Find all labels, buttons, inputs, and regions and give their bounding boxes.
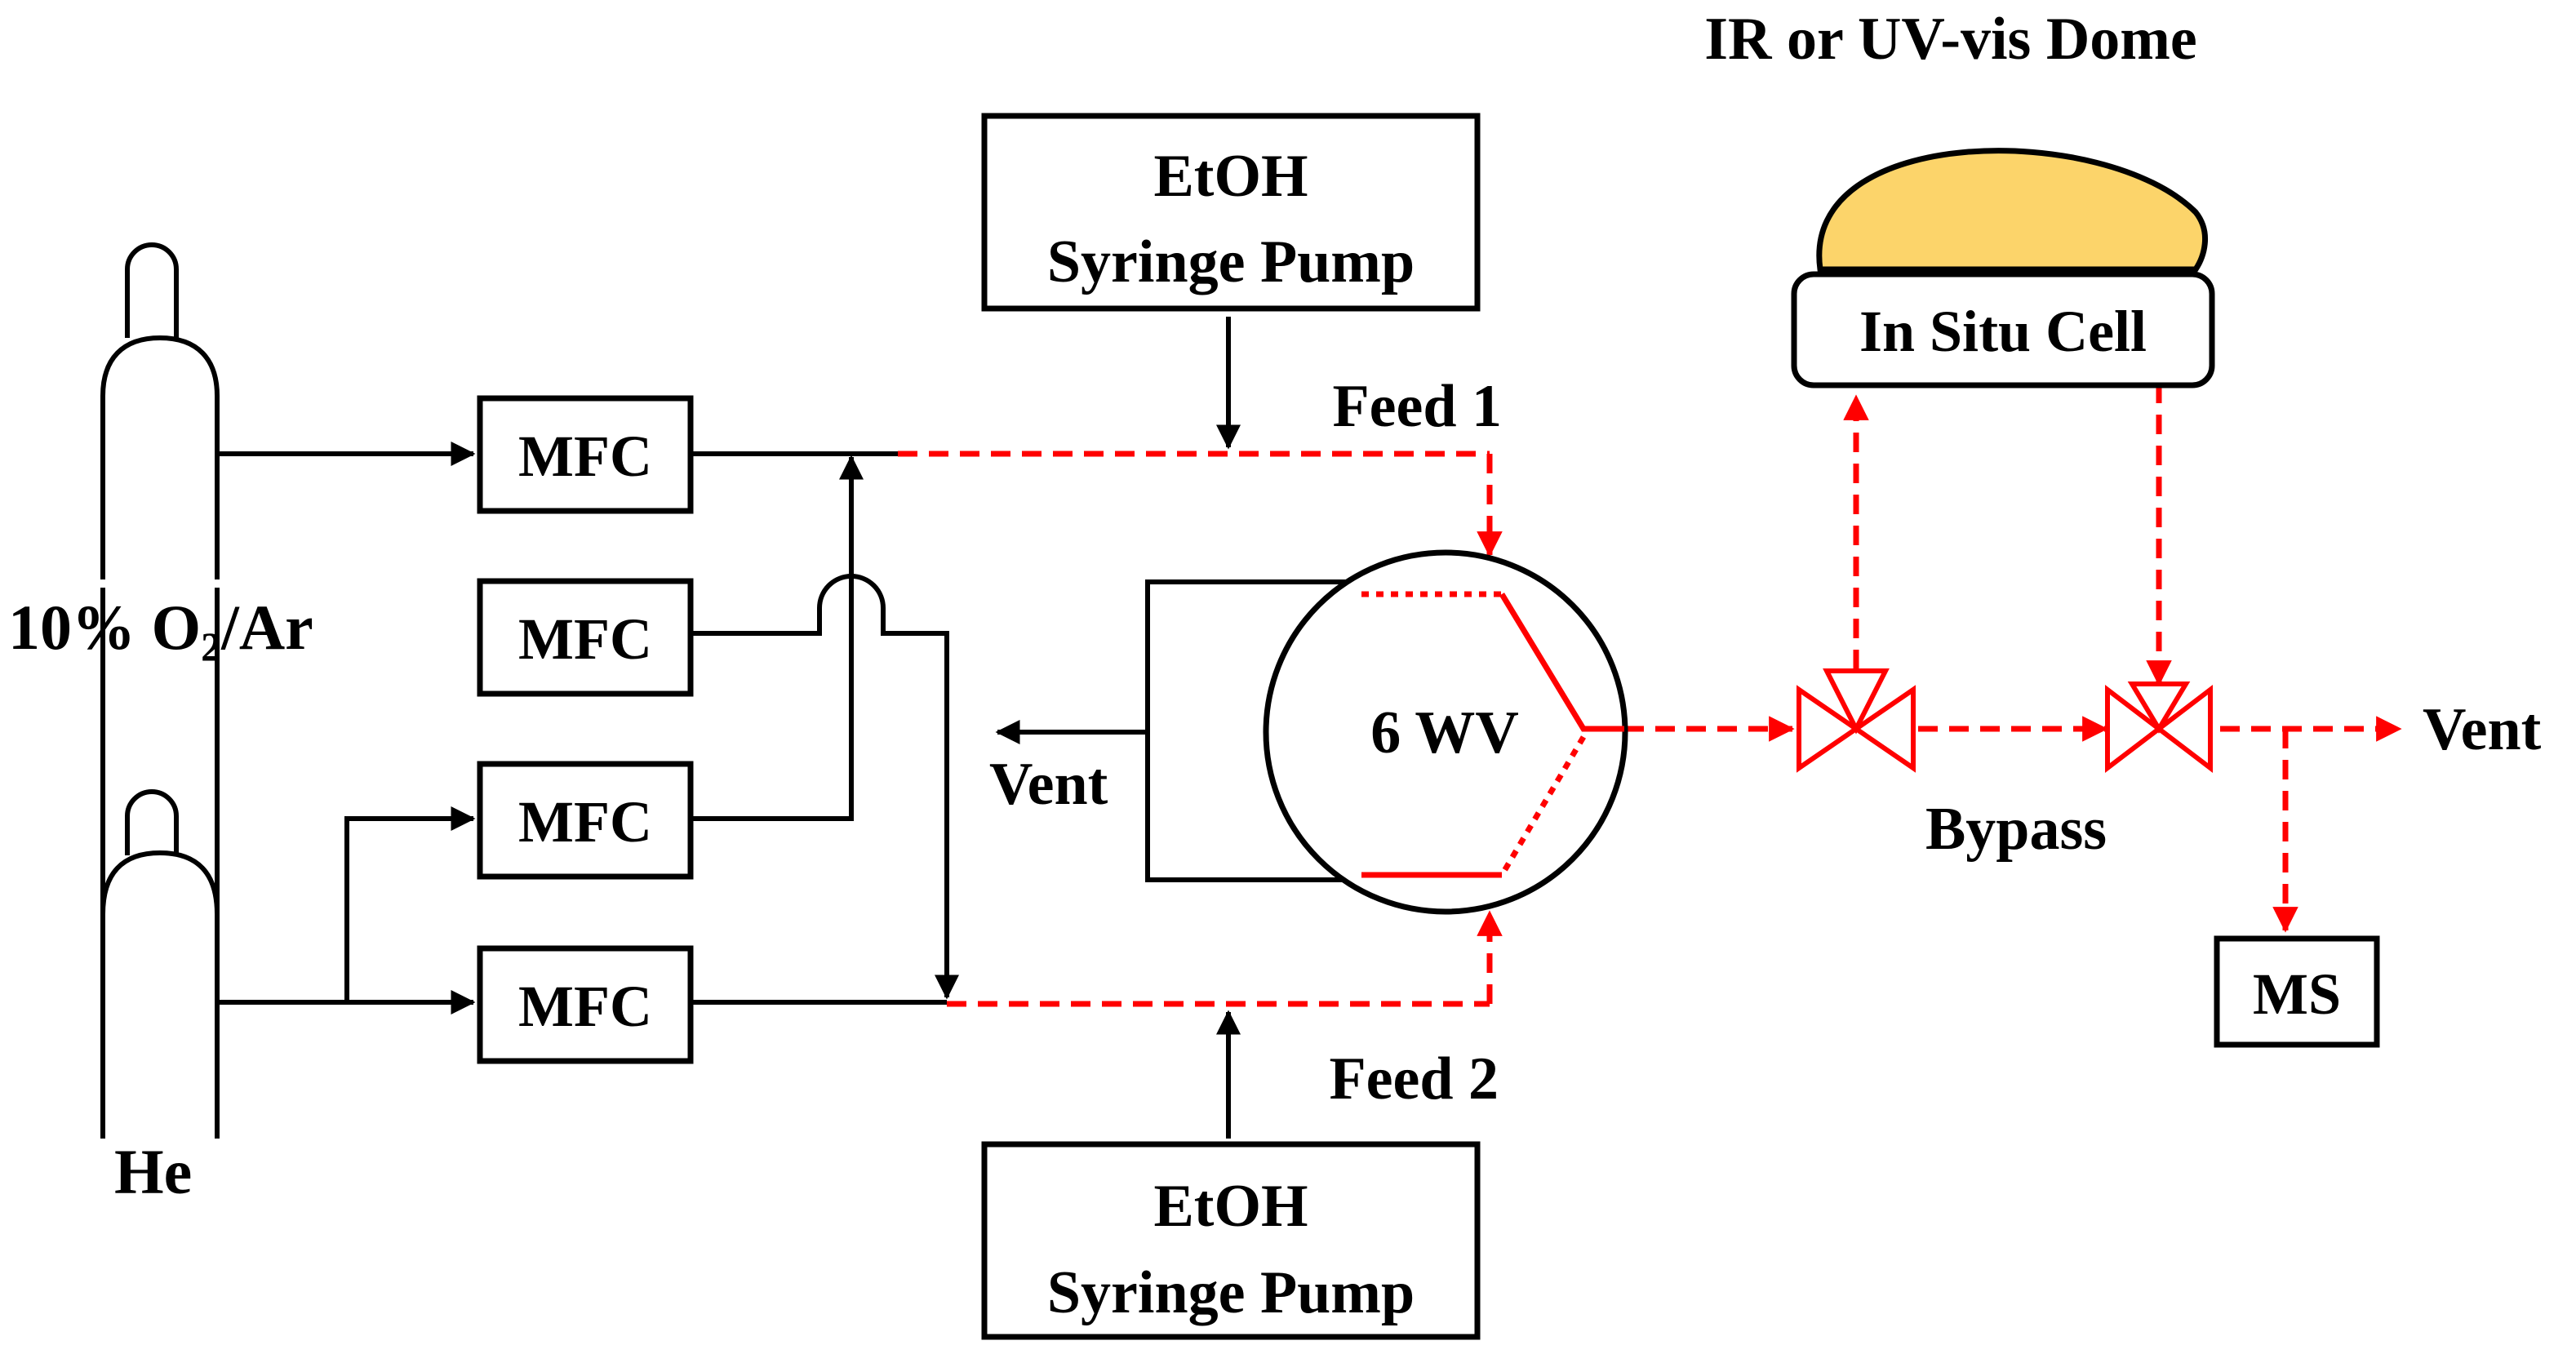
mfc-1[interactable]: MFC [477, 395, 694, 514]
syringe-pump-bottom-line1: EtOH [1153, 1173, 1308, 1240]
syringe-pump-top-line2: Syringe Pump [1047, 229, 1415, 295]
in-situ-cell-label: In Situ Cell [1859, 299, 2147, 364]
syringe-pump-top-line1: EtOH [1153, 143, 1308, 210]
cylinder-o2-ar-label: 10% O2/Ar [8, 592, 313, 669]
mfc-3[interactable]: MFC [477, 761, 694, 880]
mfc-2[interactable]: MFC [477, 578, 694, 697]
vent-left-label: Vent [989, 751, 1108, 818]
feed-2-label: Feed 2 [1329, 1046, 1499, 1112]
syringe-pump-bottom-line2: Syringe Pump [1047, 1259, 1415, 1326]
supply-lines [219, 317, 1361, 1139]
vent-right-label: Vent [2423, 696, 2542, 763]
cylinder-he [100, 789, 220, 1139]
bypass-label: Bypass [1925, 796, 2107, 863]
ms-label: MS [2253, 961, 2341, 1027]
flow-paths [898, 384, 2402, 1007]
in-situ-cell[interactable]: In Situ Cell [1791, 271, 2215, 388]
mfc-2-label: MFC [518, 606, 652, 672]
cylinder-o2-ar-outline [90, 122, 237, 588]
mfc-4[interactable]: MFC [477, 945, 694, 1064]
valve-right[interactable] [2105, 682, 2213, 774]
cylinder-he-label: He [114, 1136, 192, 1207]
six-way-valve-label: 6 WV [1370, 699, 1519, 766]
ms-box[interactable]: MS [2214, 935, 2380, 1048]
mfc-3-label: MFC [518, 789, 652, 855]
syringe-pump-top[interactable]: EtOH Syringe Pump [981, 113, 1481, 312]
dome [1816, 148, 2209, 273]
six-way-valve[interactable]: 6 WV [1263, 549, 1628, 915]
syringe-pump-bottom[interactable]: EtOH Syringe Pump [981, 1141, 1481, 1340]
dome-title: IR or UV-vis Dome [1704, 6, 2197, 73]
feed-1-label: Feed 1 [1332, 373, 1502, 440]
mfc-4-label: MFC [518, 974, 652, 1039]
mfc-1-label: MFC [518, 424, 652, 489]
valve-left[interactable] [1797, 668, 1916, 773]
